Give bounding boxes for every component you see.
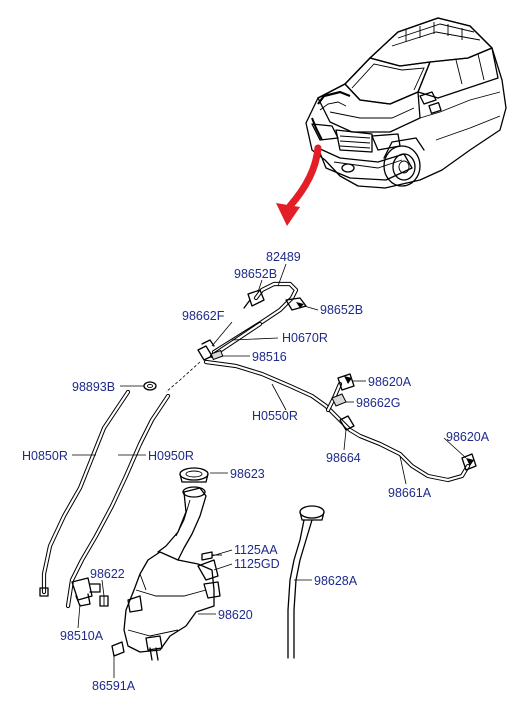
callout-98664: 98664 bbox=[326, 451, 361, 465]
callout-98623: 98623 bbox=[230, 467, 265, 481]
washer-reservoir bbox=[111, 467, 222, 661]
callout-82489: 82489 bbox=[266, 250, 301, 264]
callout-labels: 82489 98652B 98652B 98662F H0670R 98516 … bbox=[22, 250, 490, 693]
callout-1125aa: 1125AA bbox=[234, 543, 278, 557]
callout-98620a-top: 98620A bbox=[368, 375, 412, 389]
nozzle-hose-assembly bbox=[165, 281, 307, 393]
location-arrow-icon bbox=[276, 144, 322, 226]
callout-h0850r: H0850R bbox=[22, 449, 68, 463]
callout-98620a-right: 98620A bbox=[446, 430, 490, 444]
washer-pump bbox=[71, 577, 109, 607]
callout-98510a: 98510A bbox=[60, 629, 104, 643]
hoses-left bbox=[39, 381, 171, 609]
callout-98661a: 98661A bbox=[388, 486, 432, 500]
callout-86591a: 86591A bbox=[92, 679, 136, 693]
callout-98628a: 98628A bbox=[314, 574, 358, 588]
callout-98622: 98622 bbox=[90, 567, 125, 581]
callout-h0550r: H0550R bbox=[252, 409, 298, 423]
hose-h0550r bbox=[203, 359, 477, 483]
callout-h0670r: H0670R bbox=[282, 331, 328, 345]
callout-98652b-left: 98652B bbox=[234, 267, 277, 281]
callout-98662g: 98662G bbox=[356, 396, 400, 410]
callout-h0950r: H0950R bbox=[148, 449, 194, 463]
leader-lines bbox=[72, 263, 467, 678]
callout-98652b-right: 98652B bbox=[320, 303, 363, 317]
callout-98893b: 98893B bbox=[72, 380, 115, 394]
callout-98662f: 98662F bbox=[182, 309, 225, 323]
callout-98516: 98516 bbox=[252, 350, 287, 364]
callout-1125gd: 1125GD bbox=[234, 557, 280, 571]
vehicle-illustration bbox=[305, 17, 507, 189]
callout-98620: 98620 bbox=[218, 608, 253, 622]
